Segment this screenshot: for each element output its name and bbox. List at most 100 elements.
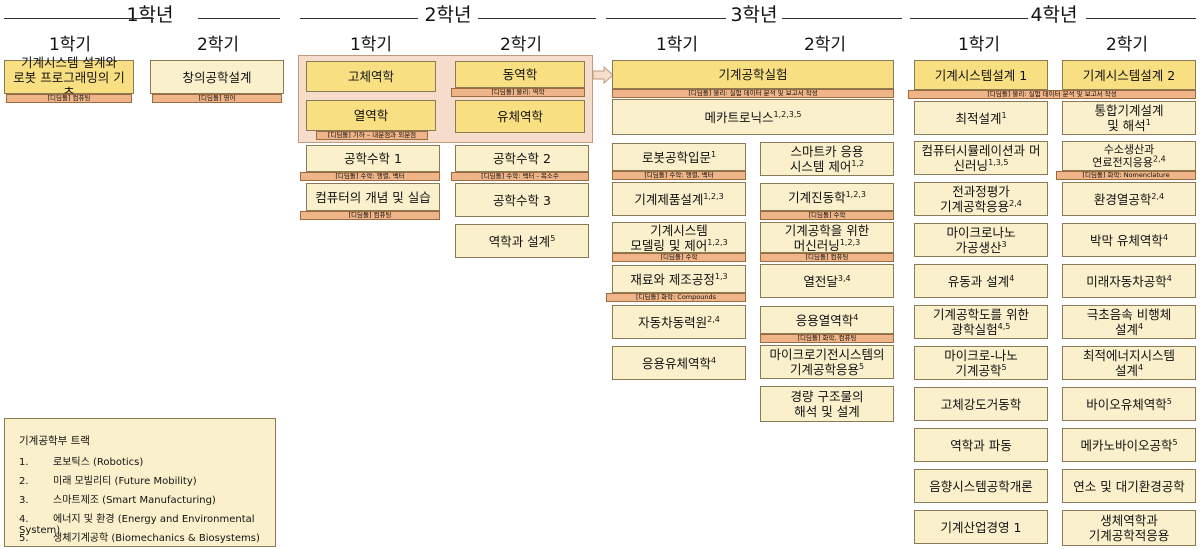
legend-item: 1.로보틱스 (Robotics) [19, 453, 269, 468]
track-superscript: 1,3,5 [988, 157, 1009, 167]
course-name-line1: 기계공학도를 위한 [933, 307, 1029, 322]
legend-item: 3. 스마트제조 (Smart Manufacturing) [19, 491, 269, 506]
course-y4s1-flow-design[interactable]: 유동과 설계4 [914, 264, 1048, 298]
course-y4s1-optimal-design[interactable]: 최적설계1 [914, 101, 1048, 135]
course-y3s1-automotive-power[interactable]: 자동차동력원2,4 [612, 305, 746, 339]
course-y4s2-environmental-thermal[interactable]: 환경열공학2,4 [1062, 182, 1196, 216]
track-superscript: 4 [853, 312, 859, 322]
course-y2s2-engineering-math-3[interactable]: 공학수학 3 [455, 183, 589, 217]
course-y4s2-thin-film-fluid[interactable]: 박막 유체역학4 [1062, 223, 1196, 257]
track-superscript: 4 [1137, 362, 1144, 372]
course-name: 박막 유체역학 [1089, 232, 1163, 248]
track-superscript: 4,5 [997, 321, 1011, 331]
course-name-line1: 극초음속 비행체 [1086, 307, 1172, 322]
didimdol-tag: [디딤돌] 물리: 역학 [451, 88, 585, 97]
course-name-line1: 수소생산과 [1103, 143, 1155, 156]
track-superscript: 4 [1009, 273, 1015, 283]
track-superscript: 1 [1145, 117, 1151, 127]
legend-number: 3. [19, 495, 29, 506]
legend-number: 4. [19, 514, 29, 525]
y2-sem1-header: 1학기 [349, 35, 393, 55]
track-superscript: 3 [1001, 239, 1007, 249]
course-y3s2-heat-transfer[interactable]: 열전달3,4 [760, 264, 894, 298]
course-y4s1-mechanics-waves[interactable]: 역학과 파동 [914, 428, 1048, 462]
course-y4s2-mechanobio[interactable]: 메카노바이오공학5 [1062, 428, 1196, 462]
track-superscript: 1,3 [714, 271, 728, 281]
course-y3s2-applied-thermodynamics[interactable]: 응용열역학4 [760, 306, 894, 334]
course-y4s2-system-design-2[interactable]: 기계시스템설계 2 [1062, 60, 1196, 90]
track-superscript: 5 [1001, 362, 1007, 372]
track-superscript: 2,4 [707, 314, 720, 324]
course-name: 유동과 설계 [947, 273, 1010, 289]
legend-text: 스마트제조 (Smart Manufacturing) [53, 495, 216, 506]
track-legend: 기계공학부 트랙 1.로보틱스 (Robotics) 2.미래 모빌리티 (Fu… [4, 418, 276, 547]
course-name-line2: 기계공학응용 [789, 362, 859, 377]
track-superscript: 1,2 [851, 158, 865, 168]
course-y2s1-thermodynamics[interactable]: 열역학 [306, 100, 436, 131]
course-y4s1-acoustics[interactable]: 음향시스템공학개론 [914, 469, 1048, 503]
track-superscript: 1,2,3,5 [773, 109, 802, 119]
course-y2s1-computer-concepts[interactable]: 컴퓨터의 개념 및 실습 [306, 183, 440, 211]
track-superscript: 1 [1001, 110, 1007, 120]
course-name: 응용유체역학 [641, 355, 711, 371]
course-name-line2: 기계공학 [955, 363, 1002, 378]
course-y2s2-dynamics[interactable]: 동역학 [455, 61, 585, 88]
legend-text: 생체기계공학 (Biomechanics & Biosystems) [53, 533, 260, 544]
course-y1s2-creative-engineering-design[interactable]: 창의공학설계 [150, 60, 284, 94]
course-y3s1-intro-robotics[interactable]: 로봇공학입문1 [612, 143, 746, 171]
course-name: 기계진동학 [788, 189, 846, 205]
course-y3s1-product-design[interactable]: 기계제품설계1,2,3 [612, 182, 746, 216]
course-y3s1-materials-manufacturing[interactable]: 재료와 제조공정1,3 [612, 265, 746, 293]
year-1-line-left [4, 18, 154, 19]
course-y2s1-solid-mechanics[interactable]: 고체역학 [306, 61, 436, 92]
legend-item: 4.에너지 및 환경 (Energy and Environmental Sys… [19, 510, 269, 536]
course-y4s2-combustion[interactable]: 연소 및 대기환경공학 [1062, 469, 1196, 503]
course-y2s2-mechanics-and-design[interactable]: 역학과 설계5 [455, 224, 589, 258]
course-name: 기계제품설계 [634, 191, 704, 207]
track-superscript: 1,2,3 [845, 189, 866, 199]
track-superscript: 1 [710, 149, 717, 159]
legend-number: 2. [19, 476, 29, 487]
course-name-line2: 신러닝 [953, 158, 989, 173]
course-y2s2-fluid-mechanics[interactable]: 유체역학 [455, 100, 585, 133]
course-y2s2-engineering-math-2[interactable]: 공학수학 2 [455, 145, 589, 172]
course-y4s2-biofluid[interactable]: 바이오유체역학5 [1062, 387, 1196, 421]
course-y3s1-applied-fluid-mechanics[interactable]: 응용유체역학4 [612, 346, 746, 380]
course-y4s1-system-design-1[interactable]: 기계시스템설계 1 [914, 60, 1048, 90]
y4-sem1-header: 1학기 [957, 35, 1001, 55]
course-name: 최적설계 [955, 110, 1002, 126]
year-1-header: 1학년 [126, 4, 174, 26]
course-y3-mechanical-engineering-lab[interactable]: 기계공학실험 [612, 60, 894, 89]
didimdol-tag: [디딤돌] 영어 [152, 94, 282, 103]
course-y2s1-engineering-math-1[interactable]: 공학수학 1 [306, 145, 440, 172]
year-2-line-left [300, 18, 418, 19]
y3-sem1-header: 1학기 [655, 35, 699, 55]
course-y4s1-industrial-management[interactable]: 기계산업경영 1 [914, 510, 1048, 544]
course-name-line2: 기계공학적응용 [1088, 528, 1170, 543]
course-y3s2-mechanical-vibration[interactable]: 기계진동학1,2,3 [760, 183, 894, 211]
course-name: 창의공학설계 [182, 69, 252, 85]
course-y3-mechatronics[interactable]: 메카트로닉스1,2,3,5 [612, 99, 894, 135]
y4-sem2-header: 2학기 [1105, 35, 1149, 55]
course-y4s1-solid-strength[interactable]: 고체강도거동학 [914, 387, 1048, 421]
course-name: 역학과 설계 [488, 233, 551, 249]
course-name: 기계산업경영 1 [940, 519, 1022, 535]
course-y4s2-future-automotive[interactable]: 미래자동차공학4 [1062, 264, 1196, 298]
didimdol-tag: [디딤돌] 컴퓨팅 [300, 211, 440, 220]
